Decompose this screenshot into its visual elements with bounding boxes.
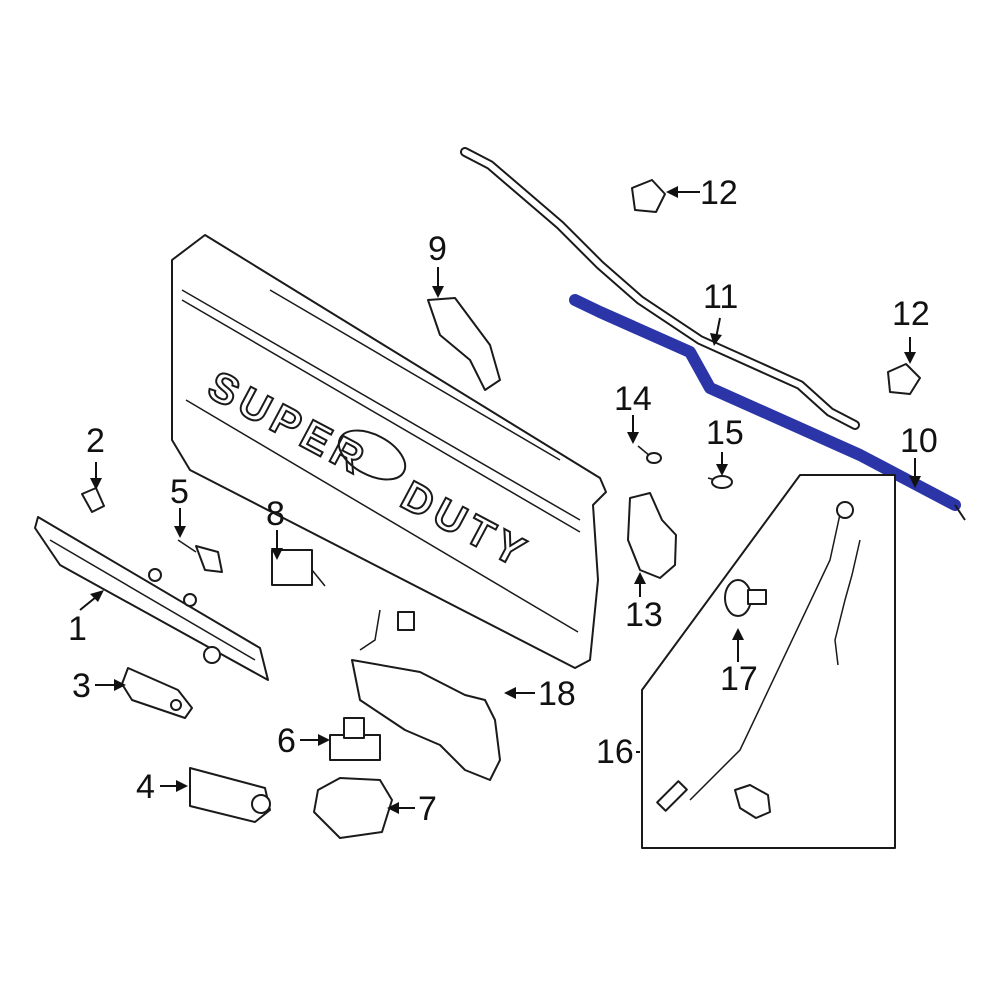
callout-7: 7 [418,790,437,828]
part-2-clip [81,487,105,513]
part-4-camera [189,767,271,823]
part-7-cover [313,777,393,839]
callout-14: 14 [614,380,652,418]
callout-8: 8 [266,495,285,533]
part-1-handle-bezel [34,516,269,681]
part-18-actuator [351,609,501,781]
part-12-clip-lower [887,363,921,395]
part-8-switch-assembly [271,549,326,587]
part-14-pin [637,445,662,464]
part-13-latch [627,492,677,579]
callout-11: 11 [703,278,738,316]
callout-5: 5 [170,473,189,511]
release-rod-highlight [569,294,961,511]
part-17-bumper [724,579,767,617]
ford-oval-emblem [337,429,407,481]
callout-13: 13 [625,596,663,634]
callout-3: 3 [72,667,91,705]
callout-18: 18 [538,675,576,713]
part-9-latch-bracket [427,297,501,391]
callout-9: 9 [428,230,447,268]
callout-15: 15 [706,414,744,452]
part-6-switch [329,717,381,761]
tailgate-panel: SUPER DUTY [171,234,607,669]
callout-2: 2 [86,422,105,460]
part-11-release-cable [460,147,860,430]
part-5-sensor [177,539,223,573]
part-3-bracket [121,667,193,719]
callout-17: 17 [720,660,758,698]
callout-12-upper: 12 [700,174,738,212]
callout-arrows [79,186,921,814]
part-15-pivot [707,475,733,489]
part-16-cable-kit [641,474,896,849]
part-10-release-rod [569,294,966,521]
callout-4: 4 [136,768,155,806]
callout-16: 16 [596,733,634,771]
callout-6: 6 [277,722,296,760]
cable-kit-frame [641,474,896,849]
callout-10: 10 [900,422,938,460]
callout-12-lower: 12 [892,295,930,333]
part-12-clip-upper [631,179,666,213]
callout-1: 1 [68,610,87,648]
